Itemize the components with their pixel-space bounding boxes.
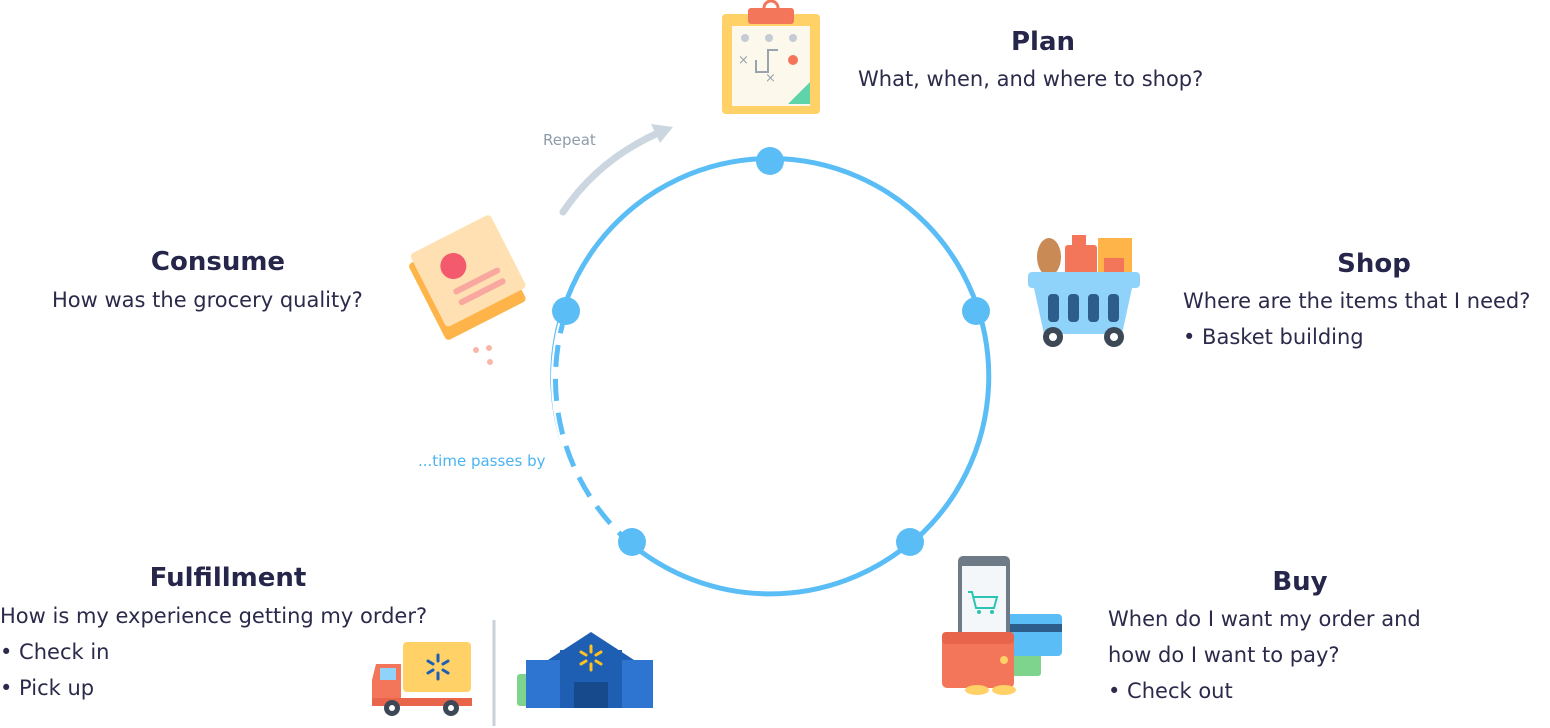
shop-line-2: • Basket building (1183, 325, 1364, 349)
time-passes-label: ...time passes by (418, 452, 546, 470)
cycle-ring-bottom (628, 541, 912, 597)
buy-line-3: • Check out (1108, 679, 1233, 703)
buy-dot (896, 528, 924, 556)
food-box-icon (409, 215, 526, 365)
repeat-arrow (559, 124, 673, 216)
consume-dot (552, 297, 580, 325)
phone-wallet-icon (942, 556, 1062, 695)
delivery-truck-icon (372, 642, 472, 716)
shop-dot (962, 297, 990, 325)
shopping-basket-icon (1028, 235, 1140, 347)
fulfillment-line-3: • Pick up (0, 676, 95, 700)
fulfillment-title: Fulfillment (149, 563, 307, 593)
walmart-store-icon (517, 632, 653, 708)
shop-title: Shop (1337, 249, 1411, 279)
clipboard-icon: × × (722, 0, 820, 114)
svg-text:×: × (738, 53, 749, 68)
plan-dot (756, 147, 784, 175)
fulfillment-line-2: • Check in (0, 640, 110, 664)
buy-line-1: When do I want my order and (1108, 607, 1421, 631)
cycle-ring-solid (550, 156, 992, 545)
fulfillment-dot (618, 528, 646, 556)
consume-title: Consume (150, 247, 286, 277)
buy-line-2: how do I want to pay? (1108, 643, 1340, 667)
repeat-label: Repeat (543, 131, 596, 149)
plan-line-1: What, when, and where to shop? (858, 67, 1204, 91)
cycle-ring-dashed (551, 310, 633, 547)
svg-text:×: × (765, 71, 776, 86)
plan-title: Plan (1010, 27, 1076, 57)
shop-line-1: Where are the items that I need? (1183, 289, 1531, 313)
fulfillment-line-1: How is my experience getting my order? (0, 604, 428, 628)
buy-title: Buy (1272, 567, 1328, 597)
consume-line-1: How was the grocery quality? (52, 288, 363, 312)
